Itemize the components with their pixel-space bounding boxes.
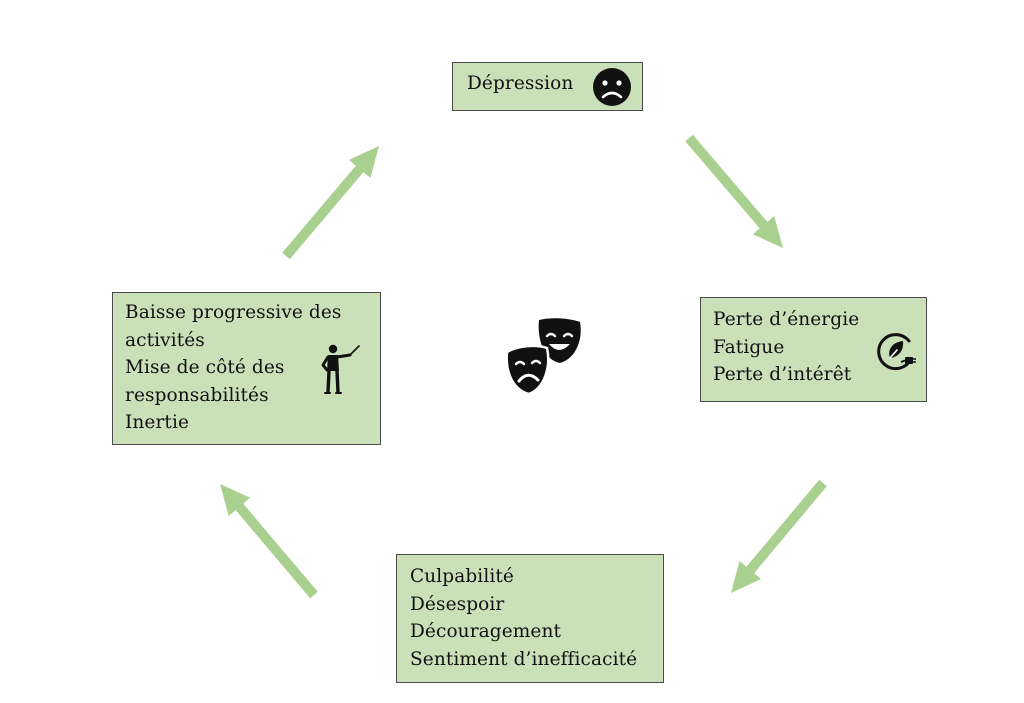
box-energie-line-2: Fatigue	[713, 336, 785, 358]
box-baisse-line-1: Baisse progressive des	[125, 302, 342, 323]
theater-masks-icon	[505, 318, 581, 396]
sad-face-icon	[593, 68, 631, 106]
box-culpabilite-line-1: Culpabilité	[410, 566, 514, 587]
box-energie: Perte d’énergie Fatigue Perte d’intérêt	[700, 297, 927, 402]
box-baisse-line-3: Mise de côté des	[125, 357, 285, 378]
box-baisse-line-2: activités	[125, 329, 205, 351]
box-culpabilite: Culpabilité Désespoir Découragement Sent…	[396, 554, 664, 683]
presenter-figure-icon	[321, 344, 360, 394]
arrow-energie-to-culpabilite	[731, 479, 827, 593]
box-baisse: Baisse progressive des activités Mise de…	[112, 292, 381, 445]
box-depression-line-1: Dépression	[467, 73, 574, 94]
box-culpabilite-line-2: Désespoir	[410, 593, 505, 615]
arrow-depression-to-energie	[685, 134, 783, 248]
box-baisse-line-4: responsabilités	[125, 384, 269, 406]
box-culpabilite-line-3: Découragement	[410, 621, 561, 642]
box-baisse-line-5: Inertie	[125, 412, 190, 433]
arrow-culpabilite-to-baisse	[220, 484, 318, 599]
leaf-plug-icon	[877, 333, 916, 371]
box-energie-line-1: Perte d’énergie	[713, 309, 860, 330]
box-culpabilite-line-4: Sentiment d’inefficacité	[410, 648, 638, 670]
box-depression: Dépression	[452, 62, 643, 111]
arrow-baisse-to-depression	[282, 146, 379, 260]
box-energie-line-3: Perte d’intérêt	[713, 364, 852, 385]
